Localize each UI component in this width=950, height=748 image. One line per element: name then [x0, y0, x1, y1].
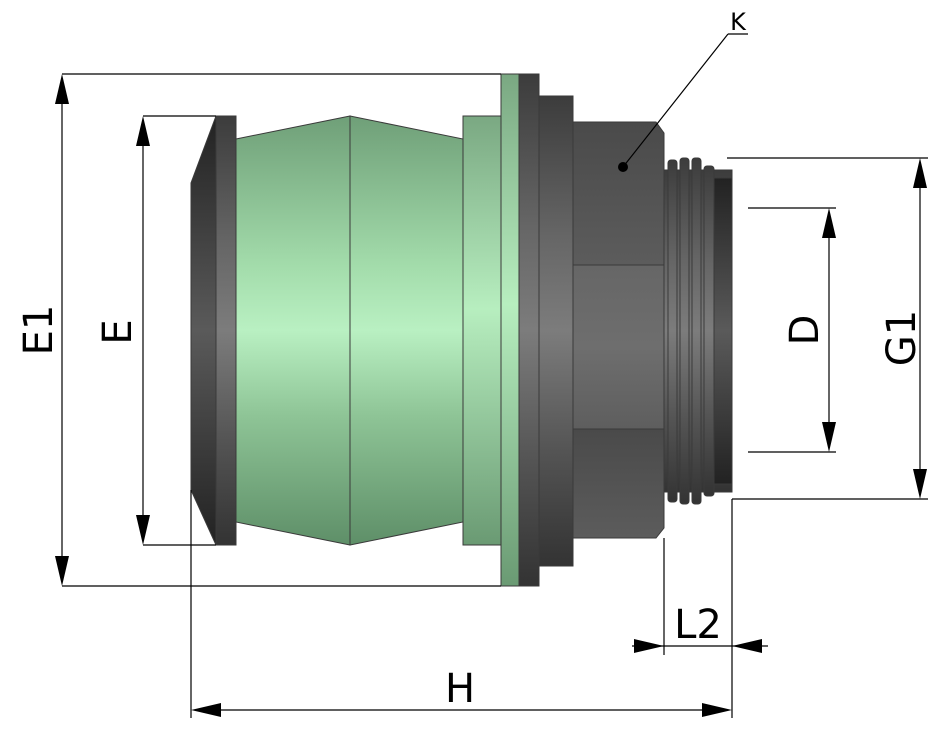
dimension-l2: L2: [632, 538, 768, 655]
dimension-g1: G1: [727, 157, 928, 500]
g1-arrow-top: [913, 158, 927, 188]
hex-nut-top-face: [572, 121, 665, 266]
thread-end: [713, 177, 733, 485]
label-h: H: [445, 666, 475, 712]
d-arrow-bottom: [822, 422, 836, 452]
thread: [663, 157, 733, 505]
e-arrow-bottom: [136, 515, 150, 545]
label-k: K: [730, 8, 747, 36]
label-d: D: [782, 315, 828, 346]
label-e: E: [95, 319, 141, 344]
label-g1: G1: [879, 310, 925, 366]
h-arrow-left: [191, 703, 221, 717]
g1-arrow-bottom: [913, 469, 927, 499]
green-body: [235, 73, 520, 587]
hex-nut-middle-face: [572, 264, 665, 430]
callout-k: K: [622, 8, 748, 168]
washer-ring-2: [538, 95, 574, 567]
e1-arrow-bottom: [55, 556, 69, 586]
hex-nut: [572, 121, 665, 539]
hex-nut-bottom-face: [572, 428, 665, 539]
green-body-left-taper: [235, 115, 351, 546]
dimension-e1: E1: [16, 73, 501, 587]
l2-arrow-right: [732, 639, 762, 653]
thread-crest-1: [667, 159, 678, 503]
collet-face: [215, 115, 237, 546]
green-flange: [500, 73, 520, 587]
e-arrow-top: [136, 116, 150, 146]
label-e1: E1: [16, 305, 62, 356]
h-arrow-right: [702, 703, 732, 717]
thread-crest-3: [691, 157, 702, 505]
dimension-h: H: [190, 490, 733, 718]
dimension-e: E: [95, 115, 216, 546]
collet: [190, 115, 237, 546]
washer-rings: [518, 73, 574, 587]
label-l2: L2: [674, 602, 722, 648]
green-body-collar: [462, 115, 502, 546]
thread-crest-2: [679, 157, 690, 505]
washer-ring-1: [518, 73, 540, 587]
dimension-d: D: [748, 207, 836, 453]
e1-arrow-top: [55, 74, 69, 104]
thread-crest-4: [703, 165, 715, 497]
green-body-right-taper: [349, 115, 464, 546]
l2-arrow-left: [634, 639, 664, 653]
d-arrow-top: [822, 208, 836, 238]
